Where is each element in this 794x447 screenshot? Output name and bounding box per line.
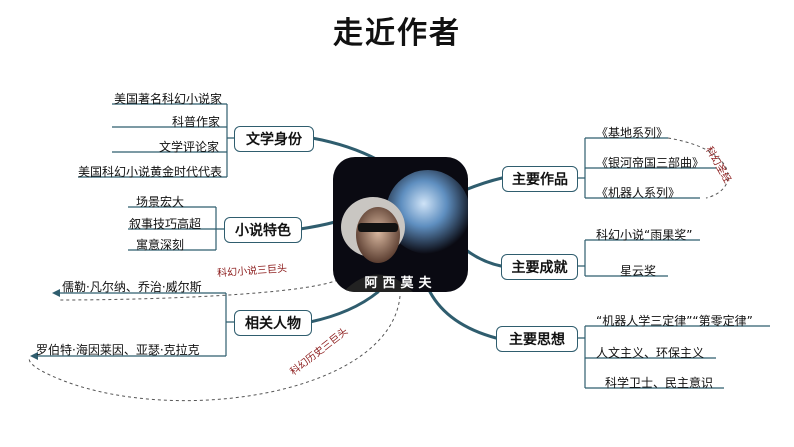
bracket-achievements bbox=[576, 239, 700, 277]
dashed-curve-works bbox=[667, 137, 729, 199]
dashed-curve-history-giants bbox=[28, 295, 401, 402]
leaf-achievements-1: 科幻小说“雨果奖” bbox=[596, 228, 693, 242]
branch-features[interactable]: 小说特色 bbox=[224, 217, 302, 243]
leaf-identity-4: 美国科幻小说黄金时代代表 bbox=[78, 165, 223, 179]
leaf-achievements-2: 星云奖 bbox=[620, 264, 657, 278]
author-portrait: 阿西莫夫 bbox=[333, 157, 468, 292]
leaf-identity-2: 科普作家 bbox=[172, 115, 221, 129]
leaf-works-1: 《基地系列》 bbox=[596, 126, 669, 140]
branch-works[interactable]: 主要作品 bbox=[502, 166, 578, 192]
connector-center-achievements bbox=[464, 248, 503, 268]
bracket-identity bbox=[78, 103, 234, 178]
leaf-identity-3: 文学评论家 bbox=[159, 140, 220, 154]
branch-people[interactable]: 相关人物 bbox=[234, 310, 312, 336]
leaf-works-2: 《银河帝国三部曲》 bbox=[596, 156, 705, 170]
branch-thoughts[interactable]: 主要思想 bbox=[496, 326, 578, 352]
bracket-features bbox=[128, 206, 224, 251]
leaf-people-1: 儒勒·凡尔纳、乔治·威尔斯 bbox=[62, 280, 202, 294]
leaf-thoughts-1: “机器人学三定律”“第零定律” bbox=[596, 314, 753, 328]
leaf-thoughts-3: 科学卫士、民主意识 bbox=[605, 376, 714, 390]
connector-center-features bbox=[298, 220, 337, 231]
portrait-illustration bbox=[341, 170, 468, 292]
bracket-thoughts bbox=[576, 325, 770, 389]
connector-center-works bbox=[463, 176, 504, 192]
connector-center-people bbox=[308, 290, 380, 324]
leaf-thoughts-2: 人文主义、环保主义 bbox=[596, 346, 705, 360]
face-shape bbox=[356, 207, 400, 263]
dashed-curve-three-giants bbox=[59, 279, 339, 301]
branch-achievements[interactable]: 主要成就 bbox=[501, 254, 578, 280]
leaf-works-3: 《机器人系列》 bbox=[596, 186, 681, 200]
connector-center-thoughts bbox=[428, 290, 498, 340]
glasses-shape bbox=[358, 223, 398, 232]
branch-identity[interactable]: 文学身份 bbox=[234, 126, 314, 152]
bracket-works bbox=[576, 137, 716, 199]
leaf-features-3: 寓意深刻 bbox=[136, 238, 185, 252]
leaf-features-2: 叙事技巧高超 bbox=[129, 217, 202, 231]
author-name: 阿西莫夫 bbox=[364, 276, 437, 291]
earth-globe bbox=[386, 170, 468, 254]
leaf-people-2: 罗伯特·海因莱因、亚瑟·克拉克 bbox=[36, 343, 200, 357]
leaf-identity-1: 美国著名科幻小说家 bbox=[114, 92, 223, 106]
arrowhead-people-2 bbox=[30, 352, 38, 360]
page-title: 走近作者 bbox=[333, 16, 461, 51]
leaf-features-1: 场景宏大 bbox=[136, 195, 185, 209]
arrowhead-people-1 bbox=[52, 289, 60, 297]
body-shape bbox=[343, 274, 413, 292]
bracket-people bbox=[36, 292, 234, 357]
